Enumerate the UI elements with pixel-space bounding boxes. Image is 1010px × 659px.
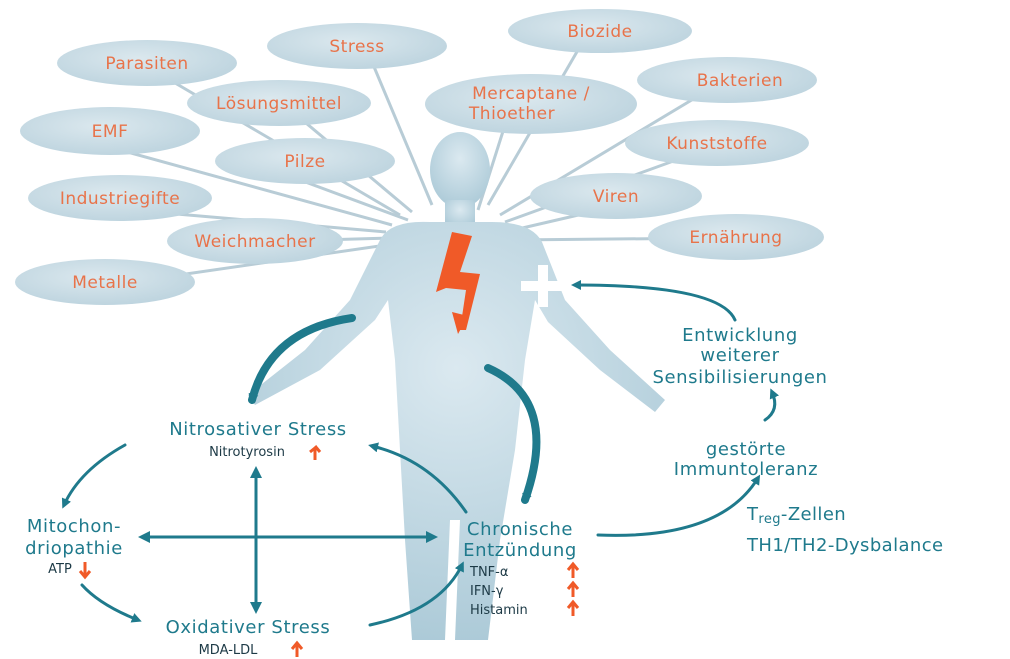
treg-subscript: reg <box>758 512 781 527</box>
arrow-nitro-to-mito <box>61 443 127 509</box>
node-title: TH1/TH2-Dysbalance <box>746 535 943 556</box>
arrow-sens-to-plus <box>571 280 737 322</box>
stressor-label: Parasiten <box>105 54 188 74</box>
main-arrows <box>61 280 780 627</box>
node-nitrosativer-stress: Nitrosativer Stress Nitrotyrosin <box>169 419 347 460</box>
stressor-label: Biozide <box>567 22 632 42</box>
node-marker: ATP <box>48 562 72 577</box>
stressor-pilze: Pilze <box>215 138 395 184</box>
node-title: Entzündung <box>463 540 577 561</box>
arrow-body-to-inflammation <box>484 364 541 504</box>
lightning-tip <box>452 312 468 334</box>
stressor-weichmacher: Weichmacher <box>167 218 343 264</box>
stressor-kunststoffe: Kunststoffe <box>625 120 809 166</box>
stressor-industriegifte: Industriegifte <box>28 175 212 221</box>
arrow-inflammation-to-immun <box>596 474 761 537</box>
node-marker: TNF-α <box>469 565 508 580</box>
node-title: Mitochon- <box>27 516 121 537</box>
stressor-biozide: Biozide <box>508 9 692 53</box>
node-title: driopathie <box>25 538 123 559</box>
node-treg-th: Treg-Zellen TH1/TH2-Dysbalance <box>746 504 943 556</box>
human-body-silhouette <box>248 132 665 640</box>
node-title: Entwicklung <box>682 325 798 346</box>
stressor-mercaptane: Mercaptane / Thioether <box>425 74 637 134</box>
stressor-label: Industriegifte <box>60 189 180 209</box>
arrow-body-to-nitro <box>248 314 356 404</box>
stressor-label: Kunststoffe <box>666 134 767 154</box>
node-title: weiterer <box>700 345 779 366</box>
treg-prefix: T <box>746 504 759 525</box>
arrow-up-icon <box>566 580 580 597</box>
stressor-bubbles: Biozide Stress Parasiten Lösungsmittel M… <box>15 9 824 305</box>
stressor-label: Thioether <box>468 104 555 124</box>
stressor-label: Bakterien <box>697 71 784 91</box>
stressor-label: Pilze <box>284 152 325 172</box>
treg-suffix: -Zellen <box>781 504 846 525</box>
node-marker: IFN-γ <box>470 584 504 599</box>
stressor-label: Ernährung <box>689 228 782 248</box>
node-immuntoleranz: gestörte Immuntoleranz <box>674 439 818 480</box>
stressor-bakterien: Bakterien <box>637 57 817 103</box>
arrow-inflammation-to-nitro <box>368 442 468 514</box>
lightning-icon <box>436 232 480 330</box>
svg-text:Treg-Zellen: Treg-Zellen <box>746 504 846 527</box>
stressor-parasiten: Parasiten <box>57 40 237 86</box>
node-marker: MDA-LDL <box>199 643 259 658</box>
stressor-metalle: Metalle <box>15 259 195 305</box>
arrow-up-icon <box>566 561 580 578</box>
arrow-up-icon <box>309 444 322 460</box>
node-chronische-entzuendung: Chronische Entzündung TNF-α IFN-γ Histam… <box>463 519 580 618</box>
node-title: Nitrosativer Stress <box>169 419 347 440</box>
arrow-up-icon <box>290 640 304 657</box>
node-title: Sensibilisierungen <box>652 367 827 388</box>
stressor-label: Mercaptane / <box>472 84 590 104</box>
arrow-oxi-to-inflammation <box>368 561 464 627</box>
node-sensibilisierungen: Entwicklung weiterer Sensibilisierungen <box>652 325 827 388</box>
stressor-label: EMF <box>92 122 129 142</box>
node-title: Oxidativer Stress <box>166 617 331 638</box>
stressor-viren: Viren <box>530 173 702 219</box>
plus-icon <box>521 265 565 307</box>
stressor-ernaehrung: Ernährung <box>648 214 824 260</box>
stressor-emf: EMF <box>20 107 200 155</box>
arrow-immun-to-sens <box>763 388 780 422</box>
arrow-mito-to-oxi <box>80 583 142 623</box>
stressor-label: Metalle <box>72 273 138 293</box>
node-marker: Nitrotyrosin <box>209 445 285 460</box>
node-marker: Histamin <box>470 603 528 618</box>
node-mitochondriopathie: Mitochon- driopathie ATP <box>25 516 123 580</box>
node-title: Immuntoleranz <box>674 459 818 480</box>
node-title: gestörte <box>706 439 786 460</box>
stressor-label: Lösungsmittel <box>216 94 342 114</box>
arrow-down-icon <box>78 562 92 580</box>
node-title: Chronische <box>467 519 573 540</box>
stressor-stress: Stress <box>267 23 447 69</box>
stressor-label: Stress <box>329 37 384 57</box>
stressor-label: Viren <box>593 187 639 207</box>
stressor-loesungsmittel: Lösungsmittel <box>187 80 371 126</box>
stressor-label: Weichmacher <box>194 232 315 252</box>
arrow-up-icon <box>566 599 580 616</box>
node-oxidativer-stress: Oxidativer Stress MDA-LDL <box>166 617 331 658</box>
